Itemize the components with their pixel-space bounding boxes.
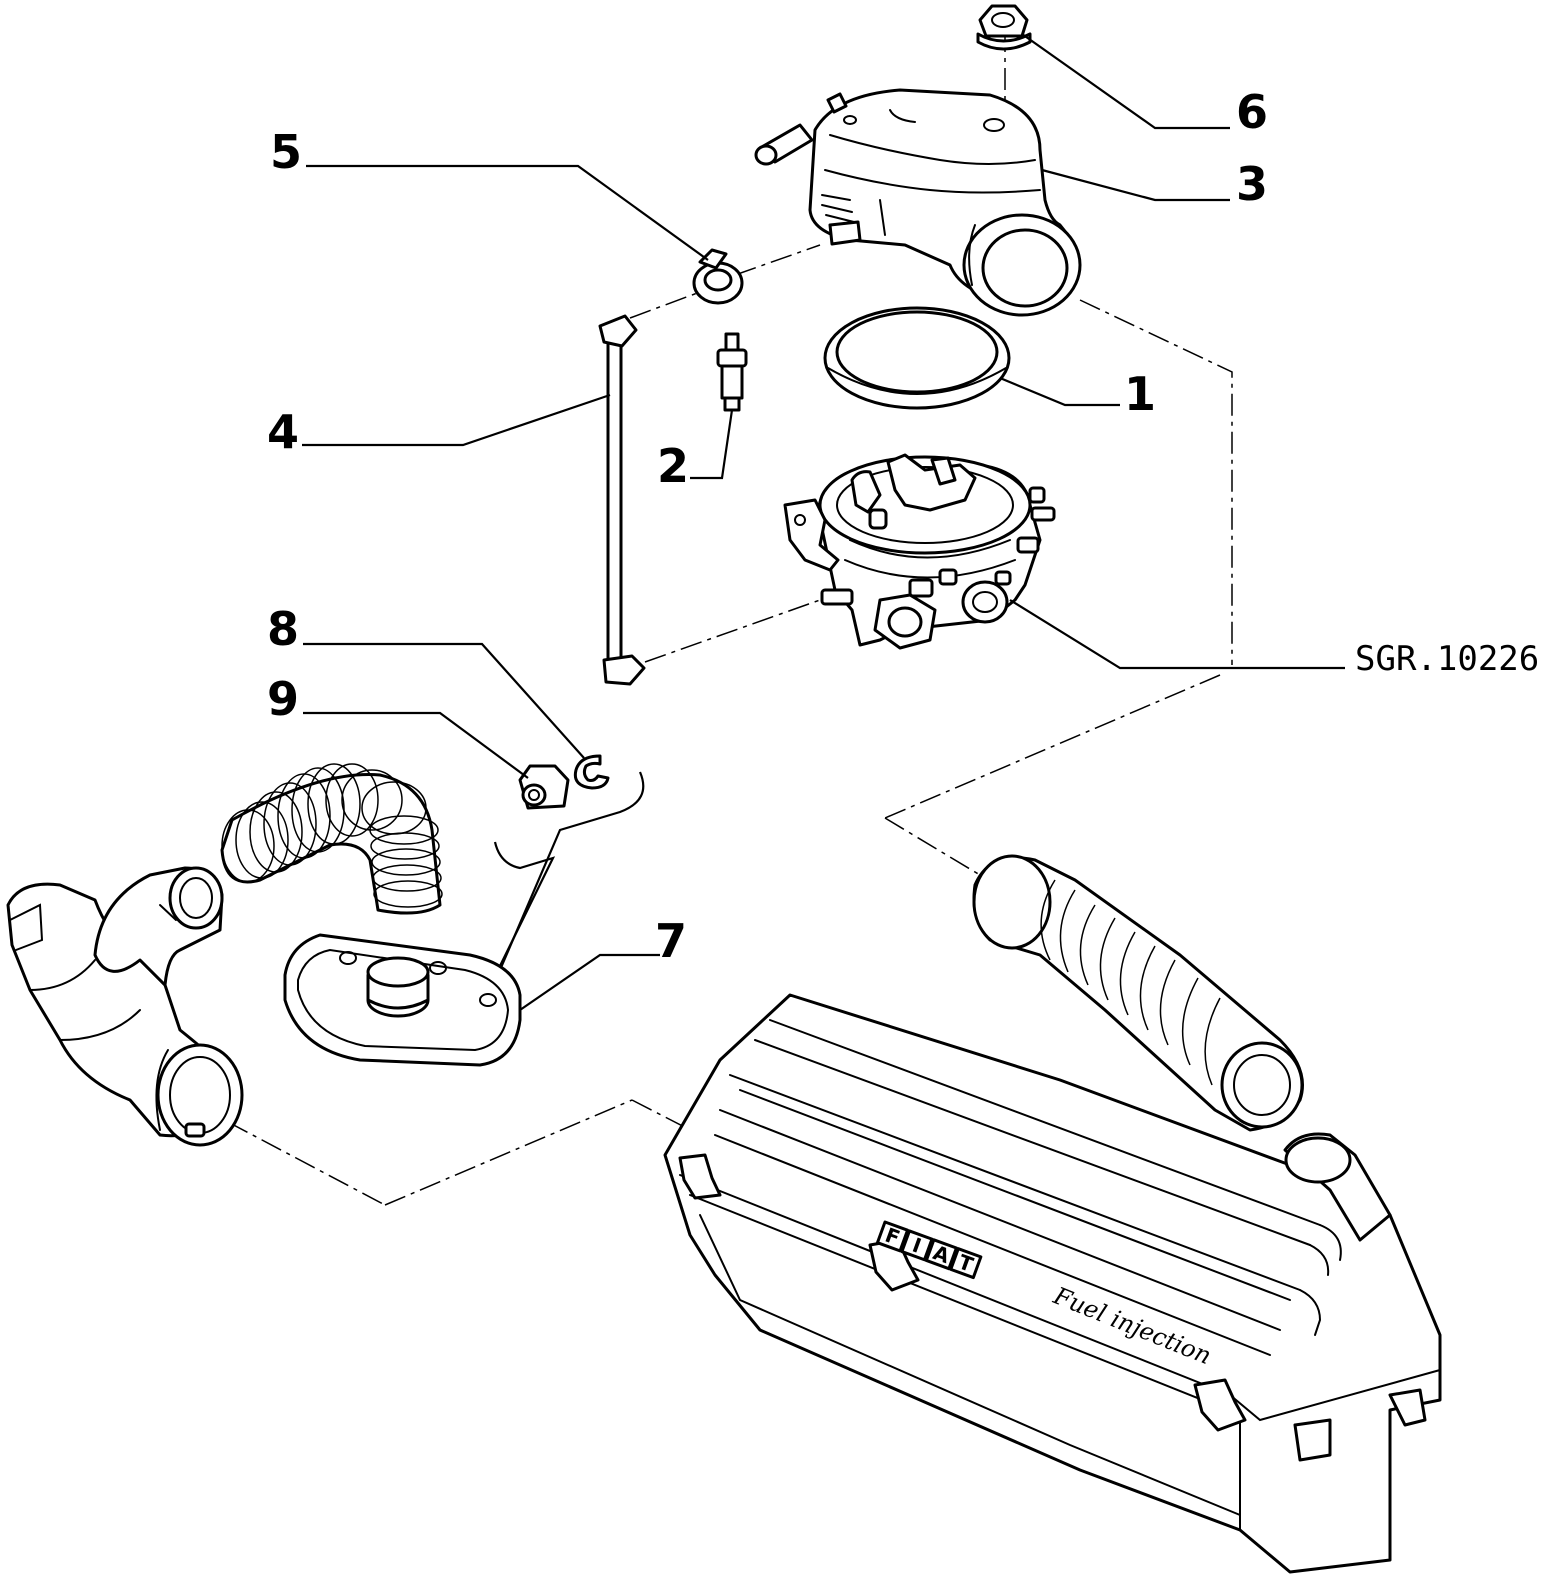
callout-1: 1 xyxy=(1124,367,1156,421)
callout-3: 3 xyxy=(1236,157,1268,211)
part-3-inlet-housing xyxy=(754,88,1082,317)
drawing-reference-code: SGR.10226 xyxy=(1355,639,1539,679)
part-5-hose-clip xyxy=(692,248,744,305)
throttle-body xyxy=(783,453,1056,650)
callout-9: 9 xyxy=(267,672,299,726)
leader-lines xyxy=(302,33,1345,1011)
part-9-nut xyxy=(518,764,570,810)
callout-6: 6 xyxy=(1236,85,1268,139)
part-6-nut xyxy=(976,4,1032,51)
fiat-logo-badge: F I A T xyxy=(875,1220,983,1280)
part-7-adapter-plate xyxy=(283,933,522,1067)
intake-bellows-hose xyxy=(972,854,1304,1132)
callout-8: 8 xyxy=(267,602,299,656)
callout-4: 4 xyxy=(267,405,299,459)
callout-5: 5 xyxy=(270,125,302,179)
assembly-lines xyxy=(227,30,1233,1206)
part-8-clip xyxy=(573,754,610,790)
corrugated-hose xyxy=(220,763,443,915)
callout-2: 2 xyxy=(657,439,689,493)
callout-7: 7 xyxy=(655,914,687,968)
group-bracket xyxy=(493,771,645,971)
air-filter-housing xyxy=(663,993,1442,1574)
air-intake-elbow xyxy=(6,866,244,1147)
part-1-sealing-ring xyxy=(823,306,1011,410)
callout-numbers: 6 3 5 1 4 2 8 9 7 xyxy=(267,85,1268,968)
part-4-hose xyxy=(598,314,646,686)
part-2-sensor xyxy=(716,332,748,412)
